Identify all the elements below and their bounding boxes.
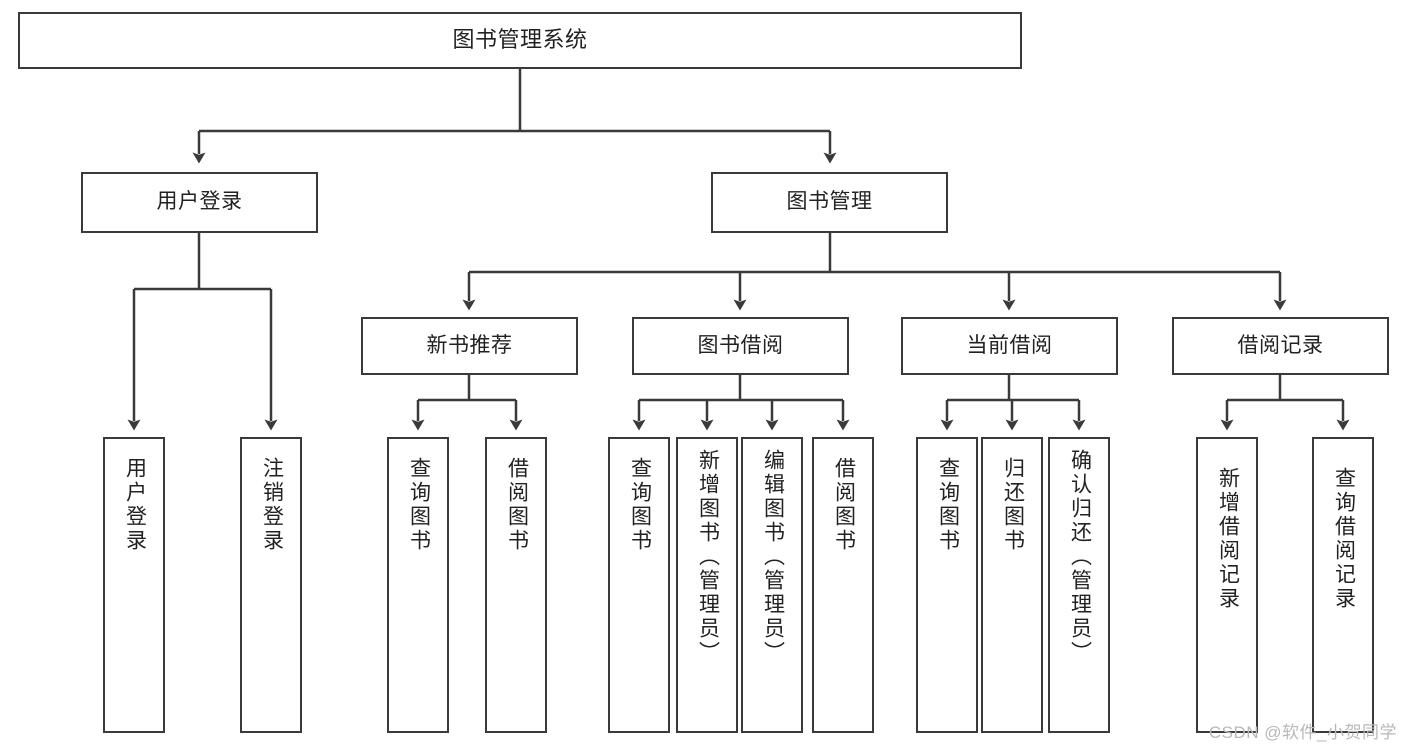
node-label: 借阅图书 [832,457,856,553]
node-label: 确认归还（管理员） [1068,449,1092,665]
node-root-system[interactable]: 图书管理系统 [18,12,1022,69]
node-leaf-add-book[interactable]: 新增图书（管理员） [676,437,738,733]
node-label: 新增图书（管理员） [696,449,720,665]
node-leaf-confirm-return[interactable]: 确认归还（管理员） [1048,437,1110,733]
node-book-borrow[interactable]: 图书借阅 [632,317,849,375]
node-label: 新书推荐 [426,333,513,357]
node-leaf-user-logout[interactable]: 注销登录 [240,437,302,733]
node-leaf-return-book[interactable]: 归还图书 [981,437,1043,733]
node-user-login[interactable]: 用户登录 [81,172,318,233]
node-label: 图书借阅 [697,333,784,357]
node-label: 借阅记录 [1237,333,1324,357]
node-label: 查询图书 [628,457,652,553]
node-label: 用户登录 [123,457,147,553]
node-label: 归还图书 [1001,457,1025,553]
node-new-book-rec[interactable]: 新书推荐 [361,317,578,375]
node-label: 借阅图书 [505,457,529,553]
node-leaf-query-book-1[interactable]: 查询图书 [387,437,449,733]
node-label: 新增借阅记录 [1216,467,1240,611]
node-label: 查询借阅记录 [1332,467,1356,611]
node-leaf-query-book-2[interactable]: 查询图书 [608,437,670,733]
node-label: 查询图书 [936,457,960,553]
node-label: 当前借阅 [966,333,1053,357]
csdn-watermark: CSDN @软件_小贺同学 [1208,723,1397,742]
node-borrow-record[interactable]: 借阅记录 [1172,317,1389,375]
node-leaf-add-record[interactable]: 新增借阅记录 [1196,437,1258,733]
node-leaf-user-login[interactable]: 用户登录 [103,437,165,733]
node-book-manage[interactable]: 图书管理 [711,172,948,233]
node-leaf-edit-book[interactable]: 编辑图书（管理员） [741,437,803,733]
node-label: 图书管理 [786,190,873,214]
node-label: 图书管理系统 [452,27,588,53]
node-label: 用户登录 [156,190,243,214]
node-current-borrow[interactable]: 当前借阅 [901,317,1118,375]
node-label: 注销登录 [260,457,284,553]
node-leaf-borrow-book-1[interactable]: 借阅图书 [485,437,547,733]
node-label: 编辑图书（管理员） [761,449,785,665]
node-leaf-borrow-book-2[interactable]: 借阅图书 [812,437,874,733]
node-leaf-query-record[interactable]: 查询借阅记录 [1312,437,1374,733]
node-label: 查询图书 [407,457,431,553]
node-leaf-query-book-3[interactable]: 查询图书 [916,437,978,733]
